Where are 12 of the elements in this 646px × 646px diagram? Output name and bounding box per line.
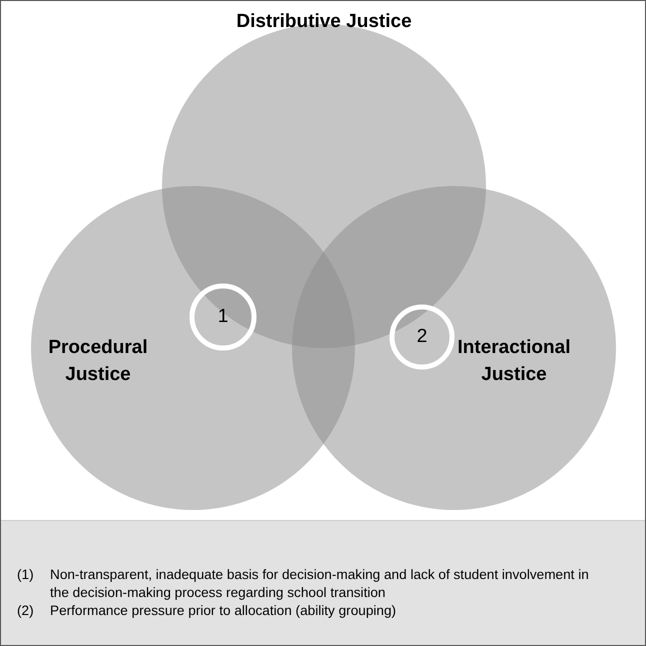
- venn-circle: [292, 186, 616, 510]
- note-text: Non-transparent, inadequate basis for decision-making and lack of student involvement in the decision-making process regarding school transition: [50, 566, 590, 602]
- note-number: (2): [17, 602, 34, 620]
- callout-number: 1: [216, 305, 230, 329]
- circle-label: Procedural Justice: [47, 336, 149, 387]
- marker-ring: [189, 283, 257, 351]
- marker-ring: [389, 304, 455, 370]
- circle-label: Distributive Justice: [235, 10, 413, 34]
- note-text: Performance pressure prior to allocation (ability grouping): [50, 602, 398, 620]
- circle-label: Interactional Justice: [456, 336, 572, 387]
- note-number: (1): [17, 566, 34, 584]
- callout-number: 2: [416, 325, 428, 349]
